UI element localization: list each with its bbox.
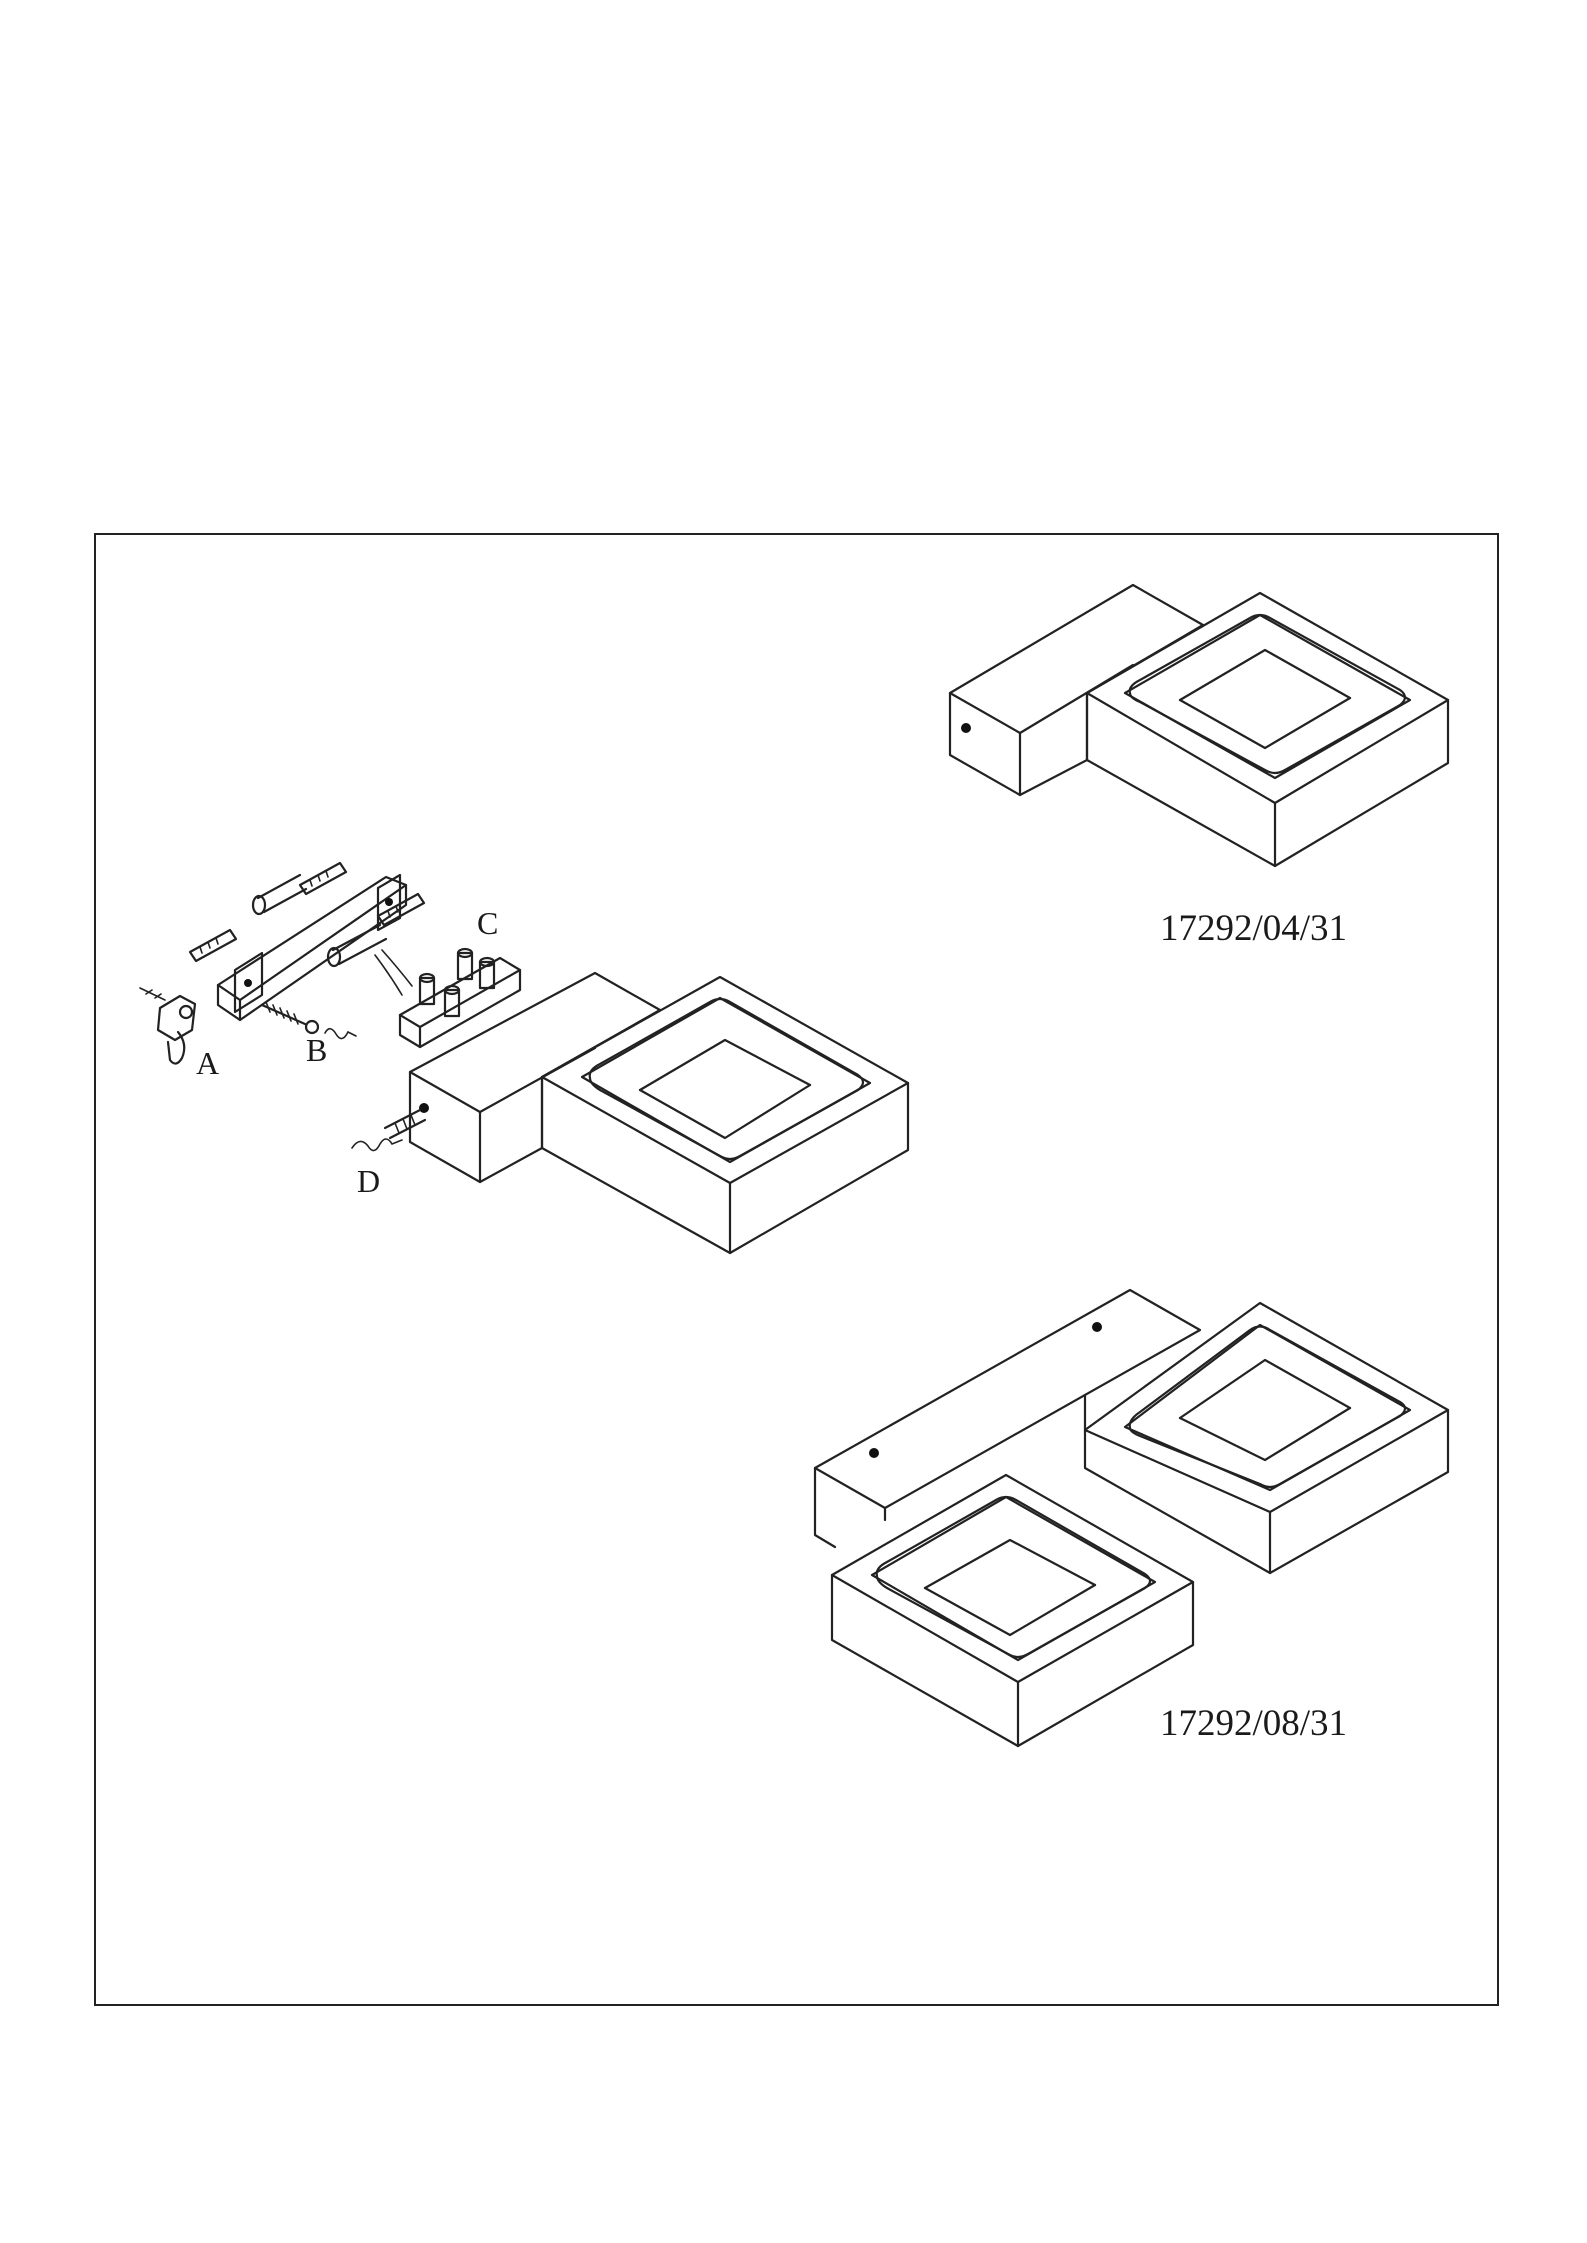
part-label-c: C [477, 907, 498, 939]
part-label-a: A [196, 1047, 219, 1079]
exploded-assembly-illustration [140, 863, 908, 1253]
lamp-body [410, 973, 660, 1182]
model-code-double: 17292/08/31 [1160, 1705, 1347, 1742]
mounting-bracket [218, 875, 406, 1020]
part-c-terminal-block [375, 949, 520, 1047]
part-label-d: D [357, 1165, 380, 1197]
part-label-b: B [306, 1034, 327, 1066]
part-a-holder [140, 988, 195, 1064]
lamp-shade [542, 977, 908, 1253]
lamp-single-illustration [950, 585, 1448, 866]
model-code-single: 17292/04/31 [1160, 910, 1347, 947]
lamp-double-illustration [815, 1290, 1448, 1746]
screw-hole-icon [961, 723, 971, 733]
